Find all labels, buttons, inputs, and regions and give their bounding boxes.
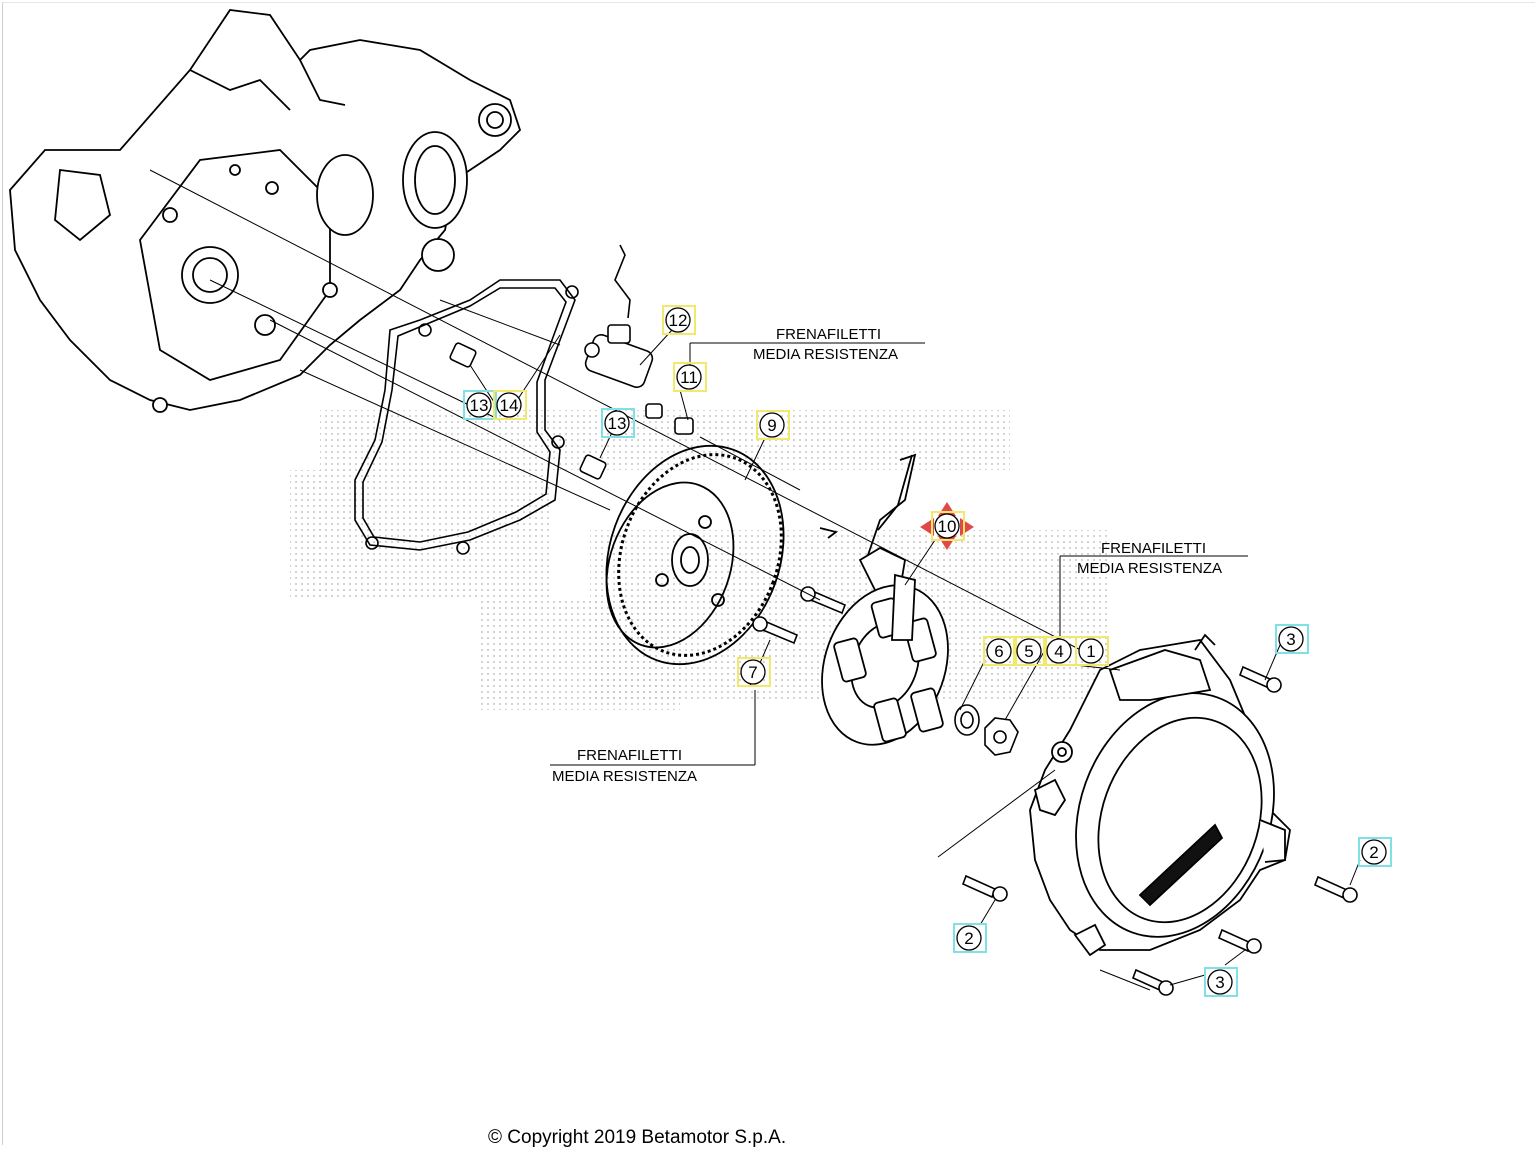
callout-number: 2 — [964, 929, 973, 948]
callout-12[interactable]: 12 — [662, 305, 696, 335]
callout-highlight-box — [953, 923, 987, 953]
callout-number: 11 — [680, 368, 698, 387]
callout-highlight-box — [1204, 967, 1238, 997]
callout-number: 1 — [1086, 642, 1095, 661]
cover-screws — [961, 665, 1358, 996]
callout-highlight-box — [1075, 636, 1109, 666]
callout-highlight-box — [1275, 624, 1309, 654]
callout-11[interactable]: 11 — [673, 362, 707, 392]
callout-circle — [1078, 638, 1104, 664]
callout-7[interactable]: 7 — [737, 657, 771, 687]
callout-13-left[interactable]: 13 — [463, 390, 497, 420]
thread-locker-note-2: FRENAFILETTI MEDIA RESISTENZA — [1077, 540, 1222, 577]
callout-highlight-box — [1013, 636, 1047, 666]
dowel-bushings — [449, 342, 607, 480]
callout-circle — [759, 412, 785, 438]
callout-1[interactable]: 1 — [1075, 636, 1109, 666]
callout-number: 2 — [1369, 843, 1378, 862]
callout-number: 3 — [1286, 630, 1295, 649]
callout-highlight-box — [493, 390, 527, 420]
callout-6[interactable]: 6 — [983, 636, 1017, 666]
callout-highlight-box — [737, 657, 771, 687]
callout-number: 13 — [470, 396, 489, 415]
note-3-line2: MEDIA RESISTENZA — [552, 768, 697, 785]
stator-screws — [752, 586, 847, 645]
callout-number: 7 — [748, 663, 757, 682]
note-2-line1: FRENAFILETTI — [1101, 540, 1206, 557]
callout-13-right[interactable]: 13 — [601, 408, 635, 438]
callout-circle — [1046, 638, 1072, 664]
cover-gasket — [354, 279, 579, 555]
note-1-line1: FRENAFILETTI — [776, 326, 881, 343]
ignition-cover — [1029, 633, 1291, 957]
washer-and-nut — [954, 704, 1019, 756]
callout-number: 3 — [1215, 973, 1224, 992]
note-brackets — [550, 342, 1248, 766]
note-2-line2: MEDIA RESISTENZA — [1077, 560, 1222, 577]
callout-highlight-box — [601, 408, 635, 438]
callout-circle — [1278, 626, 1304, 652]
callout-2-left[interactable]: 2 — [953, 923, 987, 953]
callout-3-top[interactable]: 3 — [1275, 624, 1309, 654]
callout-circle — [604, 410, 630, 436]
callout-5[interactable]: 5 — [1013, 636, 1047, 666]
callout-highlight-box — [983, 636, 1017, 666]
callout-number: 14 — [500, 396, 519, 415]
stator — [821, 453, 949, 746]
flywheel-rotor — [605, 444, 839, 666]
callout-10[interactable]: 10 — [931, 511, 965, 541]
callout-highlight-box — [673, 362, 707, 392]
callout-circle — [934, 513, 960, 539]
callout-2-right[interactable]: 2 — [1358, 837, 1392, 867]
callout-3-bottom[interactable]: 3 — [1204, 967, 1238, 997]
callout-number: 13 — [608, 414, 627, 433]
callout-14[interactable]: 14 — [493, 390, 527, 420]
callout-highlight-box — [662, 305, 696, 335]
crankcase — [9, 9, 522, 413]
callout-highlight-box — [756, 410, 790, 440]
callout-highlight-box — [1358, 837, 1392, 867]
callout-circle — [496, 392, 522, 418]
callout-number: 6 — [994, 642, 1003, 661]
callout-number: 10 — [938, 517, 957, 536]
callout-4[interactable]: 4 — [1043, 636, 1077, 666]
leader-lines — [469, 329, 1361, 986]
callout-circle — [1361, 839, 1387, 865]
callout-circle — [466, 392, 492, 418]
callout-circle — [676, 364, 702, 390]
copyright-notice: © Copyright 2019 Betamotor S.p.A. — [488, 1127, 787, 1148]
note-1-line2: MEDIA RESISTENZA — [753, 346, 898, 363]
callout-9[interactable]: 9 — [756, 410, 790, 440]
callout-highlight-box — [931, 511, 965, 541]
callout-number: 4 — [1054, 642, 1063, 661]
callout-number: 5 — [1024, 642, 1033, 661]
thread-locker-note-3: FRENAFILETTI MEDIA RESISTENZA — [552, 747, 697, 785]
note-3-line1: FRENAFILETTI — [577, 747, 682, 764]
thread-locker-note-1: FRENAFILETTI MEDIA RESISTENZA — [753, 326, 898, 363]
callout-circle — [740, 659, 766, 685]
callout-circle — [665, 307, 691, 333]
callout-circle — [1016, 638, 1042, 664]
callout-number: 9 — [767, 416, 776, 435]
callout-number: 12 — [669, 311, 688, 330]
callout-circle — [986, 638, 1012, 664]
callout-highlight-box — [463, 390, 497, 420]
pickup-sensor — [584, 244, 694, 435]
callout-circle — [956, 925, 982, 951]
callout-circle — [1207, 969, 1233, 995]
